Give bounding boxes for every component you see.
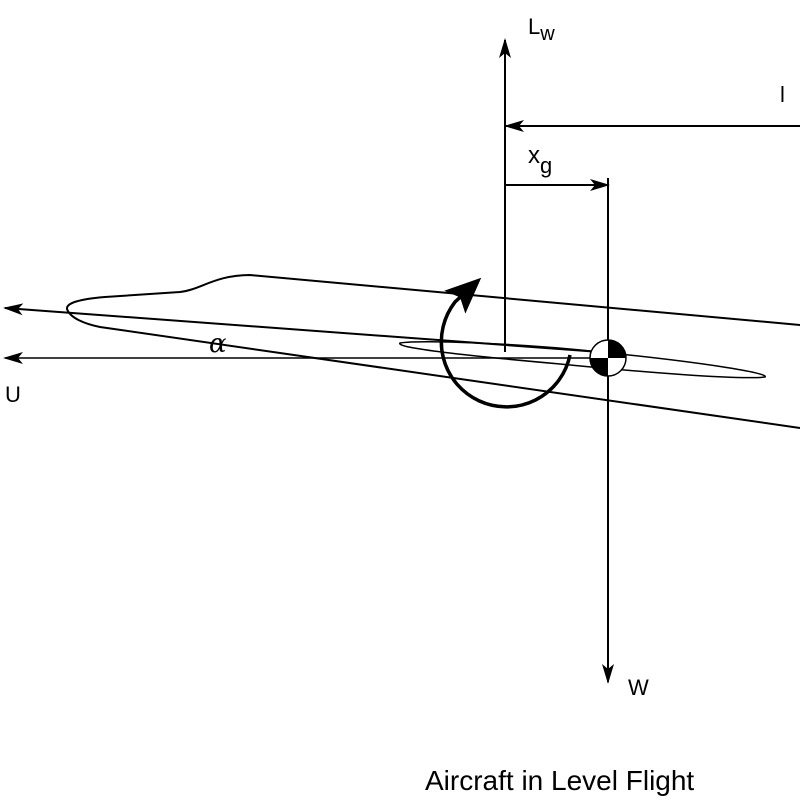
velocity-label: U <box>5 382 21 407</box>
tail-arm-label: l <box>780 82 785 107</box>
body-axis-arrow <box>3 303 601 353</box>
fuselage-outline <box>66 273 800 429</box>
pitching-moment-arrow <box>439 277 572 409</box>
cg-offset-label: xg <box>528 142 552 178</box>
lift-label: Lw <box>528 14 555 45</box>
weight-label: W <box>628 675 649 700</box>
diagram-title: Aircraft in Level Flight <box>425 765 694 796</box>
center-of-gravity-icon <box>589 339 627 377</box>
wing-outline <box>399 341 766 379</box>
angle-of-attack-label: α <box>209 329 227 359</box>
